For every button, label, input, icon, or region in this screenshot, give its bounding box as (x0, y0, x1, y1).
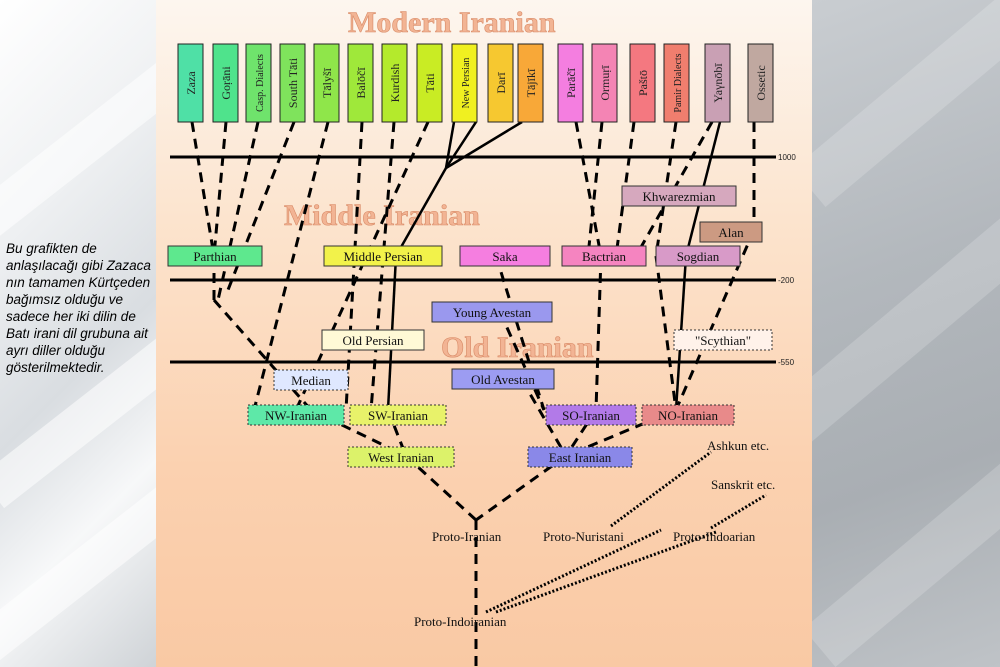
box-old-avestan (451, 368, 555, 390)
label-middle-persian: Middle Persian (343, 249, 423, 264)
box-southtati (279, 43, 306, 123)
label-pamir: Pamir Dialects (673, 53, 684, 112)
label-dari: Darī (494, 72, 508, 94)
box-sw-iranian (349, 404, 447, 426)
box-nw-iranian (247, 404, 345, 426)
box-talysi (313, 43, 340, 123)
box-zaza (177, 43, 204, 123)
label-casp: Casp. Dialects (255, 54, 266, 112)
label-baloci: Balōčī (354, 67, 368, 99)
label-proto-iranian: Proto-Iranian (432, 529, 502, 544)
dotted-lines (485, 450, 767, 614)
label-proto-indoiranian: Proto-Indoiranian (414, 614, 507, 629)
box-gorani (212, 43, 239, 123)
box-east-iranian (527, 446, 633, 468)
label-ormuri: Ormuṛī (598, 65, 612, 101)
box-young-avestan (431, 301, 553, 323)
box-old-persian (321, 329, 425, 351)
title-modern-iranian: Modern Iranian (348, 6, 556, 39)
label-bactrian: Bactrian (582, 249, 627, 264)
label-paraci: Parāčī (564, 67, 578, 98)
label-sogdian: Sogdian (677, 249, 720, 264)
label-saka: Saka (492, 249, 518, 264)
label-scythian: "Scythian" (695, 333, 751, 348)
box-parthian (167, 245, 263, 267)
box-tati (416, 43, 443, 123)
left-decor-panel: Bu grafikten de anlaşılacağı gibi Zazaca… (0, 0, 156, 667)
label-alan: Alan (718, 225, 744, 240)
box-median (273, 369, 349, 391)
box-middle-persian (323, 245, 443, 267)
label-newpersian: New Persian (461, 58, 472, 109)
label-southtati: South Tāti (286, 57, 300, 108)
label-zaza: Zaza (184, 71, 198, 95)
label-kurdish: Kurdish (388, 64, 402, 103)
box-khwarezmian (621, 185, 737, 207)
box-scythian (673, 329, 773, 351)
label-tajiki: Tājīkī (524, 68, 538, 97)
tick-minus550: -550 (778, 358, 795, 367)
label-ossetic: Ossetic (754, 65, 768, 100)
box-saka (459, 245, 551, 267)
label-no-iranian: NO-Iranian (658, 408, 718, 423)
box-alan (699, 221, 763, 243)
label-nw-iranian: NW-Iranian (265, 408, 328, 423)
caption-text: Bu grafikten de anlaşılacağı gibi Zazaca… (6, 241, 151, 375)
iranian-language-tree: Modern Iranian Middle Iranian Old Irania… (156, 0, 812, 667)
label-proto-nuristani: Proto-Nuristani (543, 529, 624, 544)
tree-svg: Modern Iranian Middle Iranian Old Irania… (167, 6, 796, 667)
label-sanskrit: Sanskrit etc. (711, 477, 775, 492)
box-casp (245, 43, 272, 123)
title-middle-iranian: Middle Iranian (284, 199, 480, 232)
label-so-iranian: SO-Iranian (562, 408, 620, 423)
label-pasto: Paštō (636, 70, 650, 96)
box-bactrian (561, 245, 647, 267)
box-tajiki (517, 43, 544, 123)
label-young-avestan: Young Avestan (453, 305, 532, 320)
box-sogdian (655, 245, 741, 267)
right-decor-panel (812, 0, 1000, 667)
tick-1000: 1000 (778, 153, 796, 162)
modern-language-row: Zaza Goṛāni Casp. Dialects South Tāti Tālyšī… (177, 43, 774, 123)
box-ossetic (747, 43, 774, 123)
box-baloci (347, 43, 374, 123)
label-west-iranian: West Iranian (368, 450, 434, 465)
box-yaghnobi (704, 43, 731, 123)
box-newpersian (451, 43, 478, 123)
label-gorani: Goṛāni (219, 66, 233, 100)
box-west-iranian (347, 446, 455, 468)
box-paraci (557, 43, 584, 123)
box-no-iranian (641, 404, 735, 426)
label-sw-iranian: SW-Iranian (368, 408, 428, 423)
box-kurdish (381, 43, 408, 123)
label-tati: Tāti (423, 73, 437, 93)
box-dari (487, 43, 514, 123)
tick-minus200: -200 (778, 276, 795, 285)
label-median: Median (291, 373, 331, 388)
box-pasto (629, 43, 656, 123)
box-ormuri (591, 43, 618, 123)
label-parthian: Parthian (193, 249, 237, 264)
label-ashkun: Ashkun etc. (707, 438, 769, 453)
label-talysi: Tālyšī (320, 67, 334, 98)
label-old-persian: Old Persian (342, 333, 404, 348)
label-proto-indoarian: Proto-Indoarian (673, 529, 756, 544)
label-yaghnobi: Yaγnōbī (711, 63, 725, 103)
box-pamir (663, 43, 690, 123)
box-so-iranian (545, 404, 637, 426)
label-old-avestan: Old Avestan (471, 372, 535, 387)
label-east-iranian: East Iranian (549, 450, 612, 465)
label-khwarezmian: Khwarezmian (643, 189, 716, 204)
